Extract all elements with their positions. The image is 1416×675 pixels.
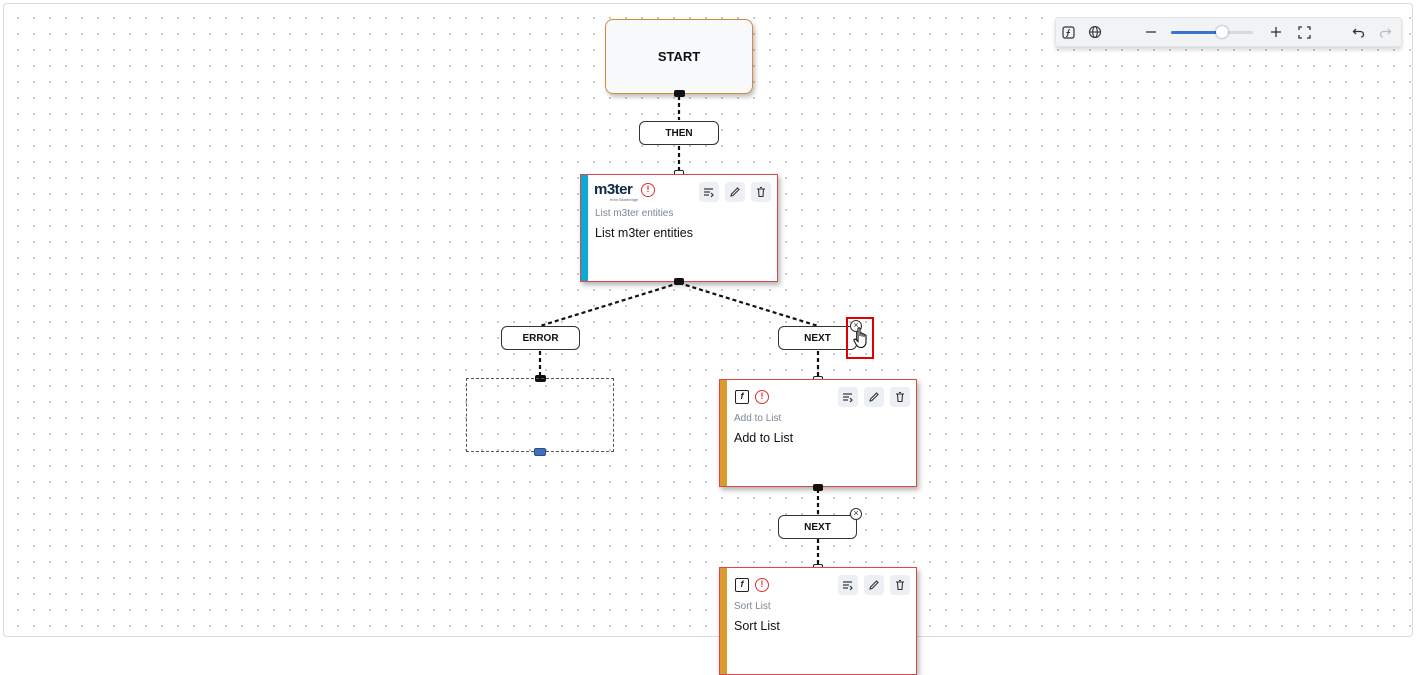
pencil-icon [730, 187, 740, 197]
canvas-toolbar [1055, 17, 1402, 47]
node-accent-bar [581, 175, 588, 281]
add-to-list-node[interactable]: f ! Add to List Add to List [719, 379, 917, 487]
node-accent-bar [720, 568, 727, 674]
map-fields-button[interactable] [838, 387, 858, 407]
node-title: Sort List [734, 619, 780, 633]
cursor-highlight [846, 317, 874, 359]
trash-icon [896, 579, 904, 591]
warning-icon: ! [641, 183, 655, 197]
placeholder-output-handle[interactable] [534, 448, 546, 456]
empty-step-placeholder[interactable] [466, 378, 614, 452]
node-title: Add to List [734, 431, 794, 445]
pencil-icon [869, 392, 879, 402]
warning-icon: ! [755, 390, 769, 404]
list-settings-icon [843, 581, 853, 591]
zoom-out-icon[interactable] [1140, 18, 1162, 46]
workflow-canvas[interactable] [3, 3, 1413, 637]
zoom-slider-fill [1171, 31, 1222, 34]
fit-view-icon[interactable] [1293, 18, 1315, 46]
node-subtitle: Add to List [734, 413, 782, 424]
start-node[interactable]: START [605, 19, 753, 94]
node-accent-bar [720, 380, 727, 486]
node-subtitle: List m3ter entities [595, 208, 674, 219]
zoom-slider[interactable] [1171, 26, 1253, 38]
node-title: List m3ter entities [595, 226, 693, 240]
pencil-icon [869, 580, 879, 590]
edge-label-then[interactable]: THEN [639, 121, 719, 145]
map-fields-button[interactable] [838, 575, 858, 595]
node-subtitle: Sort List [734, 601, 771, 612]
map-fields-button[interactable] [699, 182, 719, 202]
edit-button[interactable] [864, 387, 884, 407]
remove-edge-icon[interactable]: × [850, 508, 862, 520]
edge-label-error-text: ERROR [522, 332, 559, 344]
m3ter-output-handle[interactable] [674, 278, 684, 285]
edit-button[interactable] [725, 182, 745, 202]
addtolist-output-handle[interactable] [813, 484, 823, 491]
function-icon: f [735, 390, 749, 404]
undo-icon[interactable] [1347, 18, 1369, 46]
delete-button[interactable] [890, 387, 910, 407]
zoom-in-icon[interactable] [1265, 18, 1287, 46]
edit-button[interactable] [864, 575, 884, 595]
list-settings-icon [704, 188, 714, 198]
m3ter-node[interactable]: m3ter from Bluebridge ! List m3ter entit… [580, 174, 778, 282]
edge-label-next-2-text: NEXT [804, 521, 831, 533]
function-icon[interactable] [1057, 18, 1079, 46]
redo-icon[interactable] [1374, 18, 1396, 46]
delete-button[interactable] [890, 575, 910, 595]
m3ter-logo: m3ter from Bluebridge [594, 181, 639, 202]
edge-label-next-2[interactable]: NEXT [778, 515, 857, 539]
globe-icon[interactable] [1084, 18, 1106, 46]
edge-label-next-text: NEXT [804, 332, 831, 344]
edge-label-next[interactable]: NEXT [778, 326, 857, 350]
zoom-slider-thumb[interactable] [1215, 26, 1228, 38]
sort-list-node[interactable]: f ! Sort List Sort List [719, 567, 917, 675]
function-icon: f [735, 578, 749, 592]
edge-label-error[interactable]: ERROR [501, 326, 580, 350]
list-settings-icon [843, 393, 853, 403]
edge-label-then-text: THEN [665, 127, 693, 139]
start-output-handle[interactable] [674, 90, 685, 97]
start-label: START [657, 49, 701, 64]
warning-icon: ! [755, 578, 769, 592]
delete-button[interactable] [751, 182, 771, 202]
trash-icon [896, 391, 904, 403]
trash-icon [757, 186, 765, 198]
hand-cursor-icon [853, 327, 867, 349]
